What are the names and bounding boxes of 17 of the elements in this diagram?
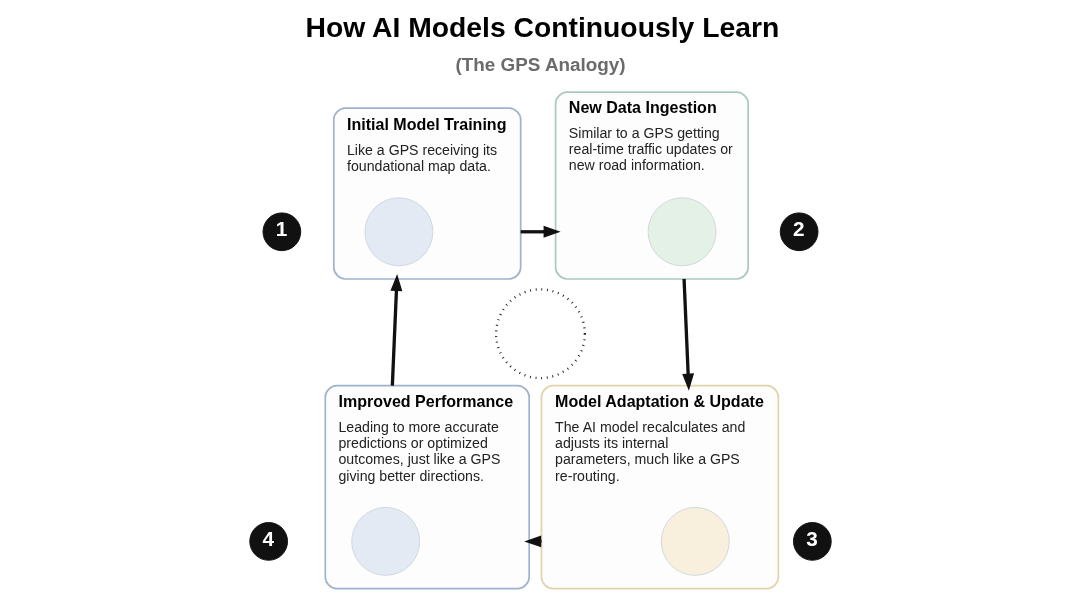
cluster: New Data Ingestion Similar to a GPS getting real-time traffic updates or new road information. (554, 91, 749, 280)
diagram-title: How AI Models Continuously Learn (304, 11, 779, 44)
cluster: Initial Model Training Like a GPS receiving its foundational map data. (332, 107, 522, 280)
node-circle (494, 288, 586, 380)
label: (The GPS Analogy) (455, 54, 626, 76)
node-circle: 2 (779, 212, 818, 252)
node-circle (363, 197, 433, 267)
node-circle (660, 506, 730, 576)
node-circle: 4 (248, 522, 288, 561)
node-circle (350, 506, 420, 576)
node-circle: 3 (792, 522, 832, 561)
arrow (389, 274, 402, 386)
node-circle (647, 197, 717, 267)
node-circle: 1 (262, 212, 301, 252)
cluster: Improved Performance Leading to more accurate predictions or optimized outcomes, just like a GPS giving better directions. (323, 384, 530, 590)
arrow (520, 225, 561, 238)
arrow (681, 278, 694, 391)
